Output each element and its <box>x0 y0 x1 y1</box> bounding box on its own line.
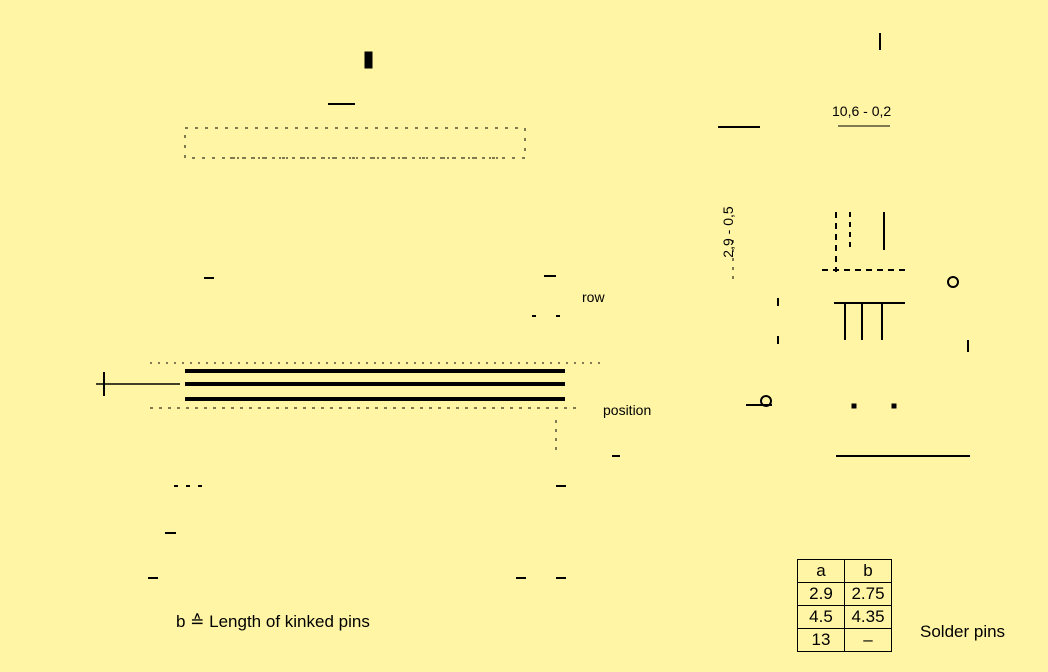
solder-pin-table: a b 2.9 2.75 4.5 4.35 13 – <box>797 559 892 652</box>
header-a: a <box>797 559 845 583</box>
connector-outline-top <box>184 127 526 159</box>
header-b: b <box>844 559 892 583</box>
top-marker <box>364 51 373 69</box>
dim-width-label: 10,6 - 0,2 <box>832 103 892 119</box>
kinked-pins-note: b ≙ Length of kinked pins <box>176 612 370 631</box>
dot <box>891 403 897 409</box>
cell-a: 2.9 <box>797 582 845 606</box>
cell-a: 13 <box>797 628 845 652</box>
top-view <box>184 33 881 317</box>
table-header-row: a b <box>797 559 892 583</box>
table-row: 13 – <box>797 628 892 652</box>
solder-pins-label: Solder pins <box>920 622 1006 641</box>
bottom-view <box>96 362 620 579</box>
cell-a: 4.5 <box>797 605 845 629</box>
dot <box>851 403 857 409</box>
table-row: 4.5 4.35 <box>797 605 892 629</box>
cell-b: 4.35 <box>844 605 892 629</box>
position-label: position <box>603 402 652 418</box>
table-row: 2.9 2.75 <box>797 582 892 606</box>
cell-b: 2.75 <box>844 582 892 606</box>
side-view <box>732 125 970 457</box>
cell-b: – <box>844 628 892 652</box>
dim-height-label: 2,9 - 0,5 <box>720 206 736 258</box>
hole-icon <box>947 276 959 288</box>
row-label: row <box>582 289 605 305</box>
